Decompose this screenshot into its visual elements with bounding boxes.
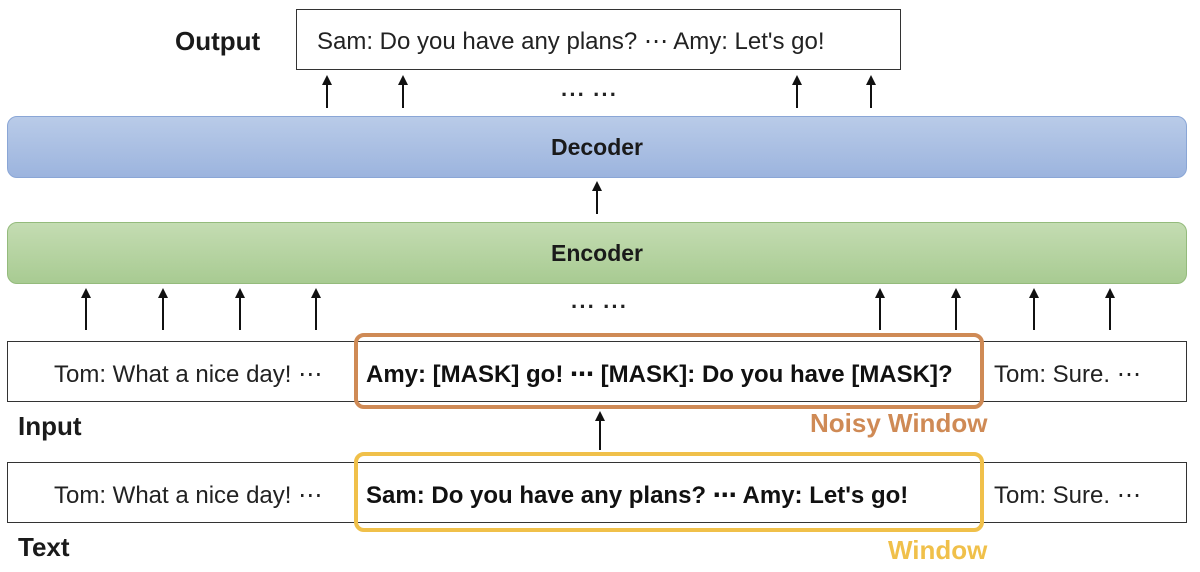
input-ellipsis: ··· ···	[571, 294, 629, 319]
decoder-label: Decoder	[550, 133, 644, 160]
text-window-text: Sam: Do you have any plans? ⋯ Amy: Let's…	[366, 482, 909, 509]
output-label: Output	[175, 26, 261, 56]
output-box: Sam: Do you have any plans? ⋯ Amy: Let's…	[296, 9, 901, 70]
input-label: Input	[18, 411, 82, 441]
window-frame	[354, 452, 984, 532]
output-ellipsis: ··· ···	[561, 82, 619, 107]
input-left-text: Tom: What a nice day! ⋯	[54, 361, 323, 388]
decoder-block: Decoder	[7, 116, 1187, 178]
encoder-label: Encoder	[550, 239, 644, 266]
text-left-text: Tom: What a nice day! ⋯	[54, 482, 323, 509]
text-label: Text	[18, 532, 70, 562]
input-window-text: Amy: [MASK] go! ⋯ [MASK]: Do you have [M…	[366, 361, 953, 388]
window-label: Window	[888, 535, 988, 565]
output-text: Sam: Do you have any plans? ⋯ Amy: Let's…	[317, 28, 825, 55]
encoder-block: Encoder	[7, 222, 1187, 284]
noisy-window-label: Noisy Window	[810, 408, 988, 438]
text-right-text: Tom: Sure. ⋯	[994, 482, 1141, 509]
input-box: Tom: What a nice day! ⋯ Amy: [MASK] go! …	[7, 341, 1187, 402]
input-right-text: Tom: Sure. ⋯	[994, 361, 1141, 388]
text-box: Tom: What a nice day! ⋯ Sam: Do you have…	[7, 462, 1187, 523]
noisy-window-frame	[354, 333, 984, 409]
